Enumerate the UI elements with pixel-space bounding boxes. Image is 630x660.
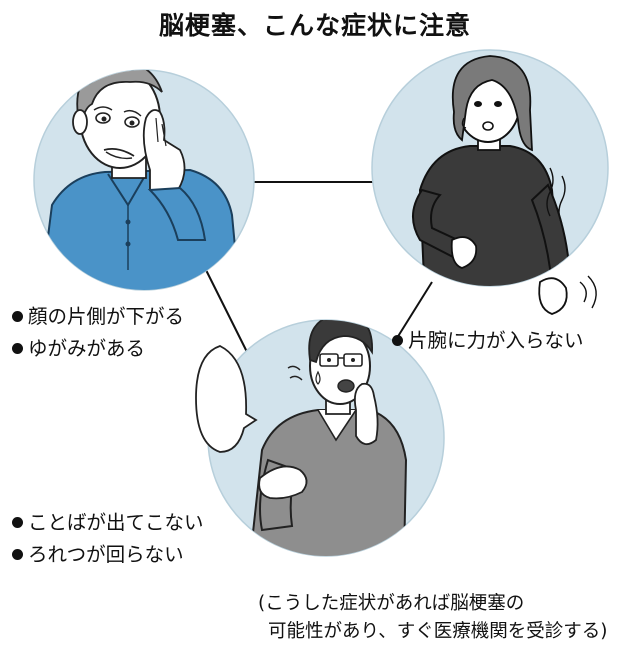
symptom-arm-1: 片腕に力が入らない	[392, 326, 584, 356]
young-man-figure	[248, 320, 408, 556]
bullet-icon	[12, 549, 23, 560]
symptom-text: 片腕に力が入らない	[408, 329, 584, 352]
confusion-mark	[287, 365, 303, 381]
bullet-icon	[12, 311, 23, 322]
elderly-man-group	[33, 69, 255, 291]
tremor-mark	[579, 281, 587, 303]
limp-hand	[538, 277, 568, 315]
bullet-icon	[12, 343, 23, 354]
speech-bubble	[195, 345, 258, 453]
symptom-speech-2: ろれつが回らない	[12, 540, 184, 570]
symptom-text: ことばが出てこない	[28, 511, 204, 534]
symptom-face-2: ゆがみがある	[12, 334, 145, 364]
symptom-text: 顔の片側が下がる	[28, 305, 185, 328]
bullet-icon	[12, 517, 23, 528]
elderly-man-figure	[38, 70, 242, 290]
bullet-icon	[392, 335, 403, 346]
advice-line-1: (こうした症状があれば脳梗塞の	[258, 593, 525, 614]
advice-line-2: 可能性があり、すぐ医療機関を受診する)	[268, 621, 608, 642]
motion-line	[546, 167, 554, 217]
woman-group	[371, 49, 609, 315]
page-title: 脳梗塞、こんな症状に注意	[158, 11, 471, 40]
symptom-text: ゆがみがある	[28, 337, 146, 360]
advice-note: (こうした症状があれば脳梗塞の 可能性があり、すぐ医療機関を受診する)	[258, 590, 630, 646]
young-man-group	[207, 319, 445, 557]
woman-figure	[412, 55, 572, 286]
symptom-face-1: 顔の片側が下がる	[12, 302, 184, 332]
connector-line-left	[204, 267, 251, 359]
symptom-speech-1: ことばが出てこない	[12, 508, 204, 538]
symptom-text: ろれつが回らない	[28, 543, 184, 566]
